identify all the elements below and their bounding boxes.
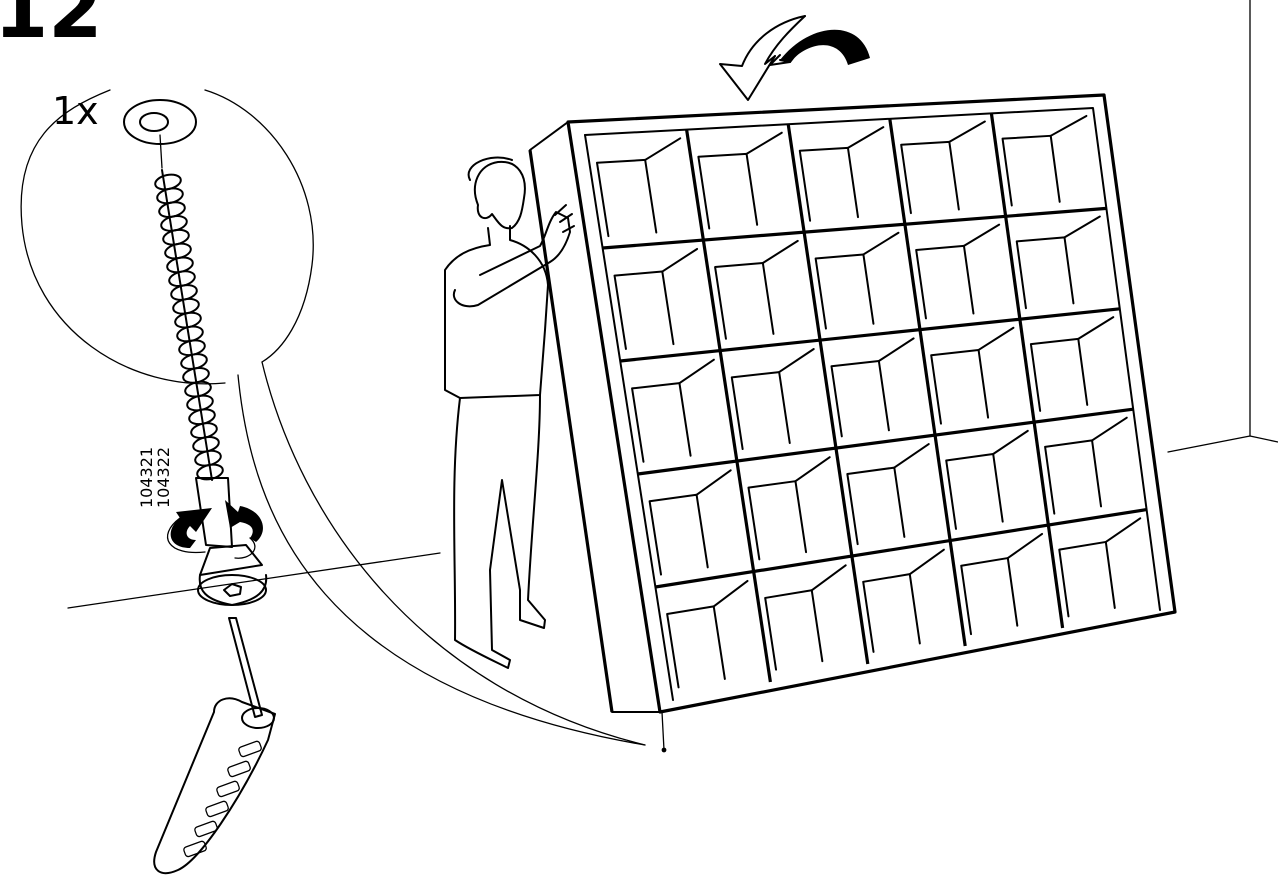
quantity-label: 1x bbox=[52, 92, 99, 130]
cube-back bbox=[632, 383, 691, 462]
divider bbox=[890, 119, 965, 646]
cube-edge bbox=[949, 122, 985, 142]
cube-back bbox=[1045, 440, 1101, 513]
key-slot bbox=[183, 840, 207, 857]
shelf bbox=[603, 208, 1107, 248]
cube-edge bbox=[894, 444, 928, 468]
cube-back bbox=[916, 246, 973, 318]
flip-arrow-icon bbox=[720, 16, 870, 100]
cube-back bbox=[1017, 237, 1074, 308]
cube-edge bbox=[697, 470, 731, 494]
person-figure bbox=[445, 158, 574, 668]
cube-back bbox=[650, 495, 708, 575]
cube-back bbox=[715, 263, 773, 339]
key-slot bbox=[227, 760, 251, 777]
cube-back bbox=[800, 148, 858, 221]
cube-edge bbox=[645, 138, 680, 160]
cube-edge bbox=[1078, 317, 1113, 339]
key-slot bbox=[194, 820, 218, 837]
detail-callout bbox=[21, 90, 645, 745]
cube-edge bbox=[747, 133, 782, 154]
cube-edge bbox=[1051, 116, 1087, 136]
cube-edge bbox=[910, 550, 944, 575]
shelving-unit bbox=[530, 95, 1175, 752]
cube-edge bbox=[1065, 217, 1100, 238]
cube-back bbox=[931, 350, 988, 424]
step-number: 12 bbox=[0, 0, 103, 50]
cube-edge bbox=[662, 249, 697, 272]
cube-back bbox=[615, 272, 674, 349]
cube-edge bbox=[763, 241, 798, 263]
cube-back bbox=[831, 361, 888, 436]
screw-top-icon bbox=[124, 100, 196, 168]
cube-edge bbox=[714, 581, 748, 606]
shelf bbox=[620, 309, 1120, 361]
cube-edge bbox=[679, 360, 713, 384]
key-slot bbox=[238, 740, 262, 757]
cube-edge bbox=[879, 338, 914, 361]
cube-back bbox=[748, 481, 806, 559]
cube-back bbox=[946, 454, 1002, 529]
allen-key-icon bbox=[154, 618, 275, 873]
cube-back bbox=[961, 558, 1017, 634]
cube-back bbox=[732, 372, 790, 449]
cube-back bbox=[816, 254, 874, 328]
cube-back bbox=[667, 606, 725, 687]
cube-back bbox=[901, 142, 959, 213]
cube-back bbox=[698, 154, 757, 229]
screw-icon bbox=[154, 170, 266, 605]
cube-edge bbox=[863, 233, 898, 255]
part-numbers: 104321 104322 bbox=[138, 428, 172, 508]
cube-back bbox=[847, 468, 904, 545]
cube-back bbox=[863, 574, 920, 652]
cube-back bbox=[597, 160, 656, 236]
cube-edge bbox=[1092, 418, 1127, 441]
cube-back bbox=[765, 590, 822, 669]
cube-back bbox=[1031, 339, 1087, 411]
part-number: 104321 bbox=[138, 428, 155, 508]
divider bbox=[687, 130, 771, 682]
cube-edge bbox=[812, 565, 846, 590]
key-slot bbox=[216, 780, 240, 797]
shelf bbox=[638, 409, 1133, 474]
key-slot bbox=[205, 800, 229, 817]
cube-edge bbox=[1106, 518, 1140, 542]
cube-edge bbox=[848, 127, 883, 148]
cube-edge bbox=[795, 457, 829, 481]
cube-edge bbox=[979, 328, 1014, 350]
cube-back bbox=[1059, 542, 1115, 616]
cube-edge bbox=[993, 431, 1028, 454]
divider bbox=[991, 113, 1062, 628]
part-number: 104322 bbox=[155, 428, 172, 508]
cube-edge bbox=[1008, 534, 1042, 558]
cube-back bbox=[1003, 136, 1060, 206]
cube-edge bbox=[779, 349, 814, 372]
cube-edge bbox=[964, 225, 999, 246]
